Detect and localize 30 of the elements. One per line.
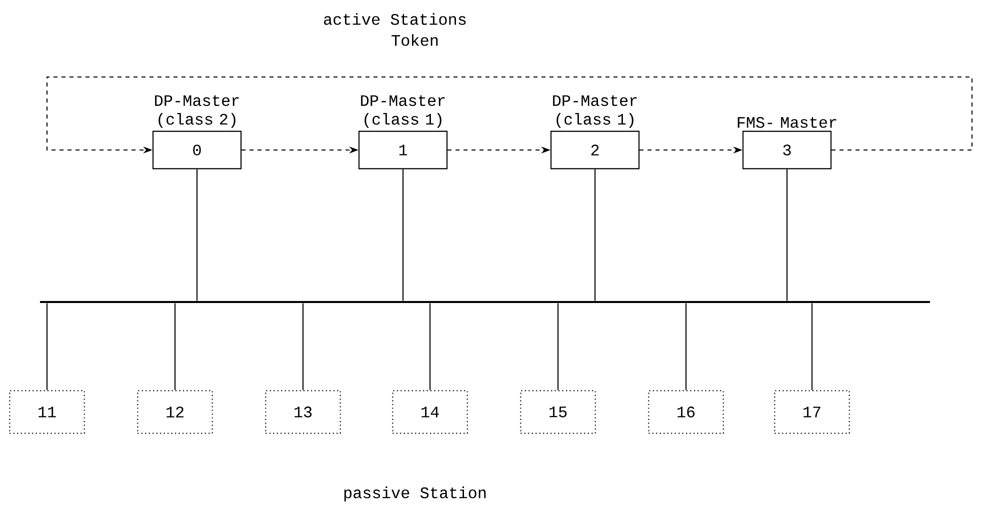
caption-text: passive Station	[344, 486, 486, 502]
caption-text: Token	[392, 34, 438, 46]
slave-station-box: 16	[648, 390, 724, 434]
connector-line	[786, 169, 788, 301]
slave-station-box: 13	[265, 390, 341, 434]
master-station-box: 2 DP-Master (class 1)	[550, 95, 640, 170]
slave-station-box: 11	[9, 390, 85, 434]
connector-line	[685, 303, 687, 390]
node-label: DP-Master (class 1)	[361, 95, 445, 128]
node-label: DP-Master (class 2)	[155, 95, 239, 128]
slave-station-box: 17	[774, 390, 850, 434]
connector-line	[811, 303, 813, 390]
slave-station-box: 12	[137, 390, 213, 434]
caption-text: active Stations	[324, 13, 466, 25]
connector-line	[429, 303, 431, 390]
master-station-box: 3 FMS- Master	[738, 117, 836, 170]
connector-line	[196, 169, 198, 301]
node-label: DP-Master (class 1)	[553, 95, 637, 128]
master-station-box: 1 DP-Master (class 1)	[358, 95, 448, 170]
slave-station-box: 15	[520, 390, 596, 434]
bus-line	[40, 301, 930, 303]
node-label: FMS- Master	[738, 117, 836, 128]
slave-station-box: 14	[392, 390, 468, 434]
connector-line	[402, 169, 404, 301]
master-station-box: 0 DP-Master (class 2)	[152, 95, 242, 170]
connector-line	[46, 303, 48, 390]
connector-line	[174, 303, 176, 390]
connector-line	[594, 169, 596, 301]
connector-line	[557, 303, 559, 390]
connector-line	[302, 303, 304, 390]
